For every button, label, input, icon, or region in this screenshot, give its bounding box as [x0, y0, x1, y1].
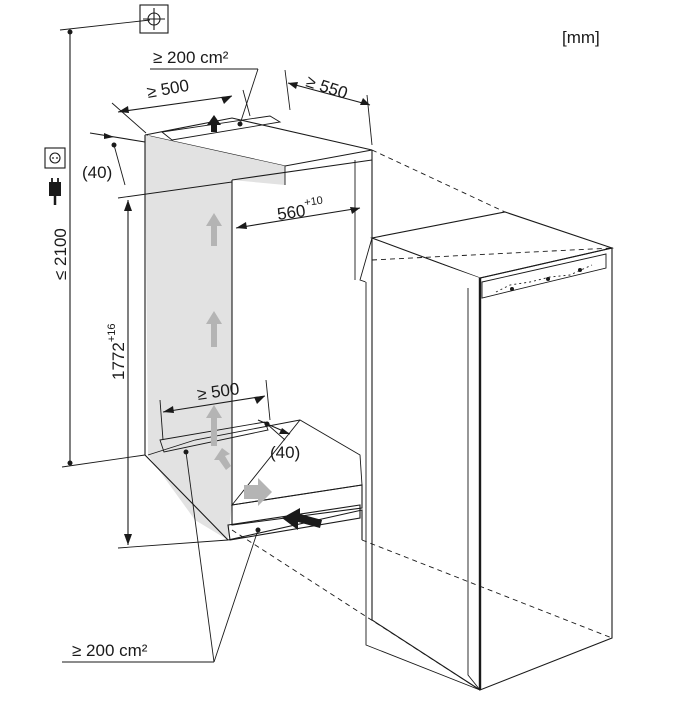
airflow-arrow-icon	[207, 115, 221, 132]
side-depth-dimension: ≥ 550	[284, 69, 373, 146]
inner-width-dimension: 560+10	[235, 195, 361, 229]
inner-width-label: 560	[276, 201, 307, 224]
appliance	[359, 211, 615, 691]
total-height-label: ≤ 2100	[51, 228, 70, 280]
appliance-door	[479, 247, 613, 691]
airflow-arrow-icon	[282, 508, 322, 530]
side-depth-label: ≥ 550	[304, 72, 350, 103]
airflow-arrow-icon	[206, 213, 222, 246]
niche-cabinet	[144, 115, 373, 541]
power-plug-icon	[49, 178, 61, 205]
total-height-dimension: ≤ 2100	[51, 19, 151, 468]
airflow-arrow-icon	[244, 478, 272, 506]
power-socket-icon	[44, 147, 66, 169]
top-vent-callout: ≥ 200 cm²	[150, 48, 259, 127]
svg-text:1772+16: 1772+16	[106, 324, 128, 381]
niche-height-dimension: 1772+16	[106, 181, 233, 549]
lower-vent-strip	[159, 421, 269, 453]
niche-height-tolerance: +16	[106, 324, 118, 343]
bottom-vent-area-label: ≥ 200 cm²	[72, 641, 148, 660]
airflow-arrows	[206, 115, 322, 530]
svg-text:560+10: 560+10	[275, 195, 325, 224]
inner-width-tolerance: +10	[303, 195, 323, 209]
top-depth-dimension: ≥ 500	[111, 76, 251, 134]
niche-height-label: 1772	[109, 342, 128, 380]
bottom-vent-callout: ≥ 200 cm²	[62, 449, 261, 663]
top-vent-slot	[160, 115, 282, 141]
top-depth-label: ≥ 500	[145, 76, 190, 102]
top-offset-label: (40)	[82, 163, 112, 182]
projection-lines	[231, 149, 613, 691]
bottom-offset-label: (40)	[270, 443, 300, 462]
bottom-vent-slot	[227, 504, 361, 541]
airflow-arrow-icon	[206, 405, 222, 446]
earth-ground-icon	[139, 4, 169, 34]
airflow-arrow-icon	[214, 448, 231, 470]
top-vent-area-label: ≥ 200 cm²	[153, 48, 229, 67]
control-panel-icon	[481, 253, 607, 299]
airflow-arrow-icon	[206, 311, 222, 347]
bottom-offset-dimension: (40)	[257, 419, 300, 462]
units-label: [mm]	[562, 28, 600, 47]
top-offset-dimension: (40)	[82, 132, 146, 186]
